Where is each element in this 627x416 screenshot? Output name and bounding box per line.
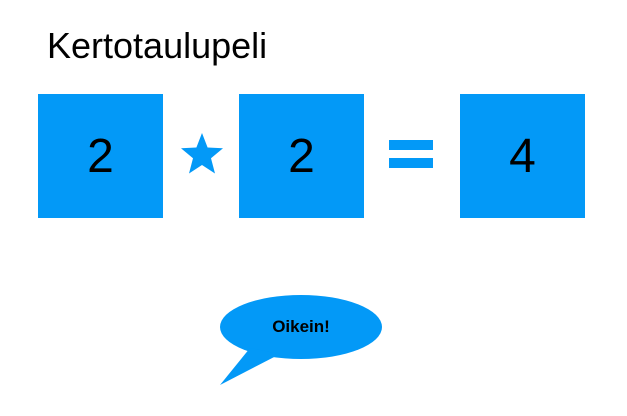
answer-value: 4 [509, 129, 536, 183]
speech-bubble-icon [220, 295, 382, 385]
right-operand-box: 2 [239, 94, 364, 218]
star-icon [178, 130, 226, 178]
feedback-message: Oikein! [272, 317, 330, 336]
answer-box: 4 [460, 94, 585, 218]
right-operand-value: 2 [288, 129, 315, 183]
left-operand-box: 2 [38, 94, 163, 218]
equals-icon [387, 130, 435, 178]
page-title: Kertotaulupeli [47, 25, 268, 66]
left-operand-value: 2 [87, 129, 114, 183]
